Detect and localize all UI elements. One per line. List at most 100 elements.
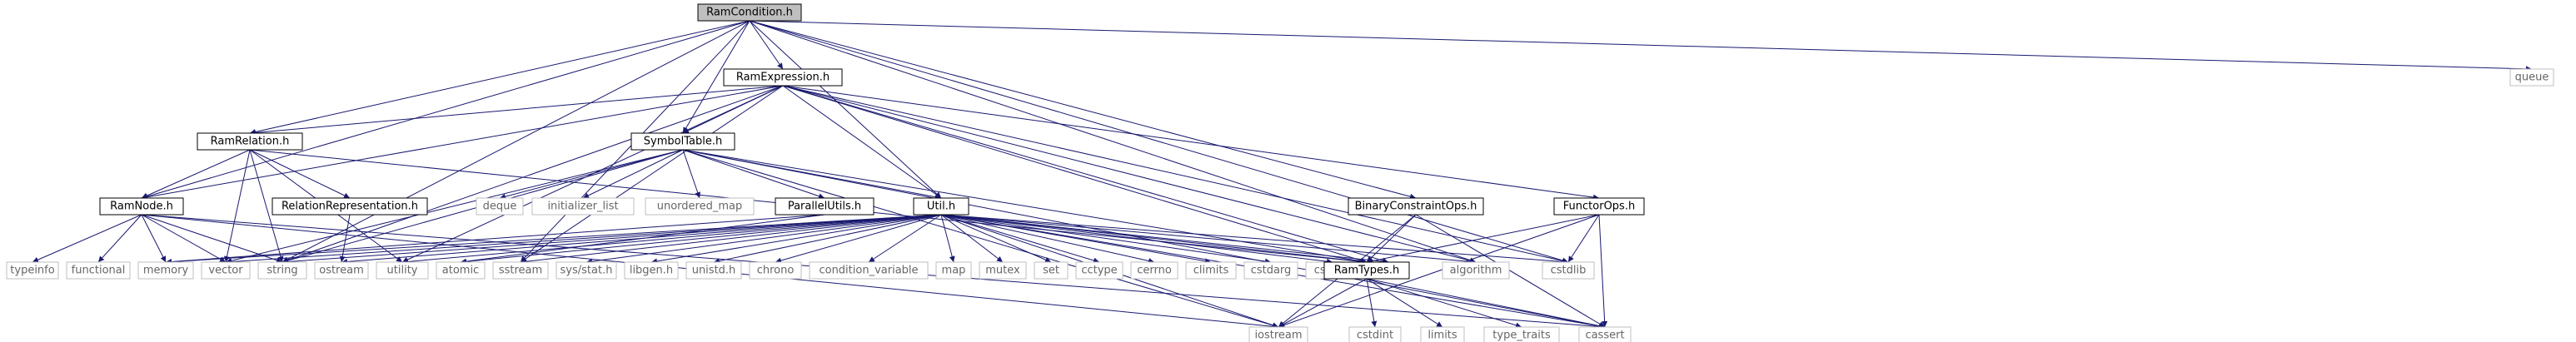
edge-util-to-map	[940, 214, 955, 263]
edge-line	[341, 214, 942, 265]
node-box	[99, 197, 184, 216]
node-box	[1348, 326, 1402, 342]
node-box	[314, 261, 369, 280]
edge-line	[749, 20, 784, 70]
edge-line	[1278, 278, 1368, 328]
edge-ramcondition-to-algorithm	[749, 20, 1477, 264]
edge-line	[749, 20, 1417, 200]
edge-line	[940, 214, 1004, 263]
edge-line	[782, 85, 1368, 264]
node-parallelutils[interactable]: ParallelUtils.h	[775, 197, 874, 216]
edge-symboltable-to-deque	[499, 149, 684, 200]
edge-symboltable-to-iostream	[682, 149, 1279, 329]
node-box	[1243, 261, 1298, 280]
edge-symboltable-to-unordered_map	[682, 149, 701, 199]
edge-util-to-cstdlib	[940, 214, 1569, 265]
edge-line	[682, 149, 701, 199]
node-string: string	[257, 261, 307, 280]
node-label: cassert	[1585, 330, 1624, 342]
node-util[interactable]: Util.h	[913, 197, 969, 216]
node-label: sstream	[499, 265, 542, 277]
node-label: chrono	[757, 265, 795, 277]
edge-line	[1366, 214, 1600, 265]
edge-line	[868, 214, 942, 263]
node-label: algorithm	[1450, 265, 1502, 277]
edge-util-to-sysstat	[585, 214, 942, 265]
edge-line	[1366, 278, 1522, 329]
edge-line	[782, 85, 1569, 264]
node-ramexpression[interactable]: RamExpression.h	[723, 68, 843, 87]
edge-ramnode-to-memory	[141, 214, 167, 263]
node-box	[492, 261, 549, 280]
edge-symboltable-to-vector	[225, 149, 684, 264]
edge-ramexpression-to-algorithm	[782, 85, 1477, 264]
edge-ramcondition-to-binaryconstraintops	[749, 20, 1417, 200]
node-box	[935, 261, 972, 280]
edge-symboltable-to-parallelutils	[682, 149, 825, 200]
edge-line	[141, 214, 227, 263]
edge-line	[749, 20, 2533, 72]
edge-line	[249, 20, 750, 135]
node-box	[624, 261, 679, 280]
edge-ramexpression-to-sstream	[520, 85, 784, 263]
edge-line	[782, 85, 942, 199]
edge-functorops-to-cassert	[1598, 214, 1608, 328]
edge-ramexpression-to-functorops	[782, 85, 1600, 201]
node-relationrepresentation[interactable]: RelationRepresentation.h	[272, 197, 428, 216]
node-box	[6, 261, 59, 280]
node-label: unordered_map	[657, 201, 743, 213]
node-label: RelationRepresentation.h	[282, 201, 418, 213]
node-cctype: cctype	[1075, 261, 1124, 280]
edge-util-to-ostream	[341, 214, 942, 265]
edge-line	[141, 20, 750, 200]
node-atomic: atomic	[436, 261, 486, 280]
node-label: RamCondition.h	[706, 7, 793, 19]
node-ramnode[interactable]: RamNode.h	[99, 197, 184, 216]
node-ramcondition[interactable]: RamCondition.h	[697, 3, 802, 22]
node-libgen: libgen.h	[624, 261, 679, 280]
edge-line	[940, 214, 1100, 264]
node-label: cstdarg	[1251, 265, 1292, 277]
node-box	[913, 197, 969, 216]
edge-line	[1567, 214, 1600, 263]
edge-line	[940, 214, 1368, 265]
node-ramrelation[interactable]: RamRelation.h	[197, 132, 303, 151]
node-sstream: sstream	[492, 261, 549, 280]
edge-util-to-algorithm	[940, 214, 1477, 265]
node-box	[723, 68, 843, 87]
node-set: set	[1034, 261, 1069, 280]
node-label: FunctorOps.h	[1563, 201, 1635, 213]
edge-ramexpression-to-ramtypes	[782, 85, 1368, 264]
edge-line	[940, 214, 1155, 264]
edge-line	[782, 85, 1389, 264]
node-label: Util.h	[927, 201, 955, 213]
node-box	[1542, 261, 1595, 280]
node-map: map	[935, 261, 972, 280]
node-box	[1130, 261, 1178, 280]
nodes-layer: RamCondition.h queue RamExpression.hRamRel…	[6, 3, 2554, 342]
edge-functorops-to-iostream	[1278, 214, 1600, 328]
edge-util-to-mutex	[940, 214, 1004, 263]
node-box	[1483, 326, 1560, 342]
node-binaryconstraintops[interactable]: BinaryConstraintOps.h	[1348, 197, 1484, 216]
edge-util-to-libgen	[650, 214, 942, 265]
node-queue: queue	[2509, 68, 2554, 87]
node-functorops[interactable]: FunctorOps.h	[1553, 197, 1645, 216]
node-limits: limits	[1420, 326, 1465, 342]
node-box	[1075, 261, 1124, 280]
node-box	[775, 197, 874, 216]
node-box	[1420, 326, 1465, 342]
edge-ramexpression-to-ramnode	[141, 85, 784, 201]
edge-line	[141, 214, 167, 263]
node-cassert: cassert	[1578, 326, 1632, 342]
node-cstdlib: cstdlib	[1542, 261, 1595, 280]
node-symboltable[interactable]: SymbolTable.h	[630, 132, 735, 151]
edge-util-to-ramtypes	[940, 214, 1368, 265]
edge-line	[499, 149, 684, 200]
node-label: initializer_list	[547, 201, 618, 213]
node-ramtypes[interactable]: RamTypes.h	[1323, 261, 1410, 280]
edge-util-to-chrono	[775, 214, 942, 264]
edge-line	[141, 85, 784, 201]
node-box	[1442, 261, 1510, 280]
